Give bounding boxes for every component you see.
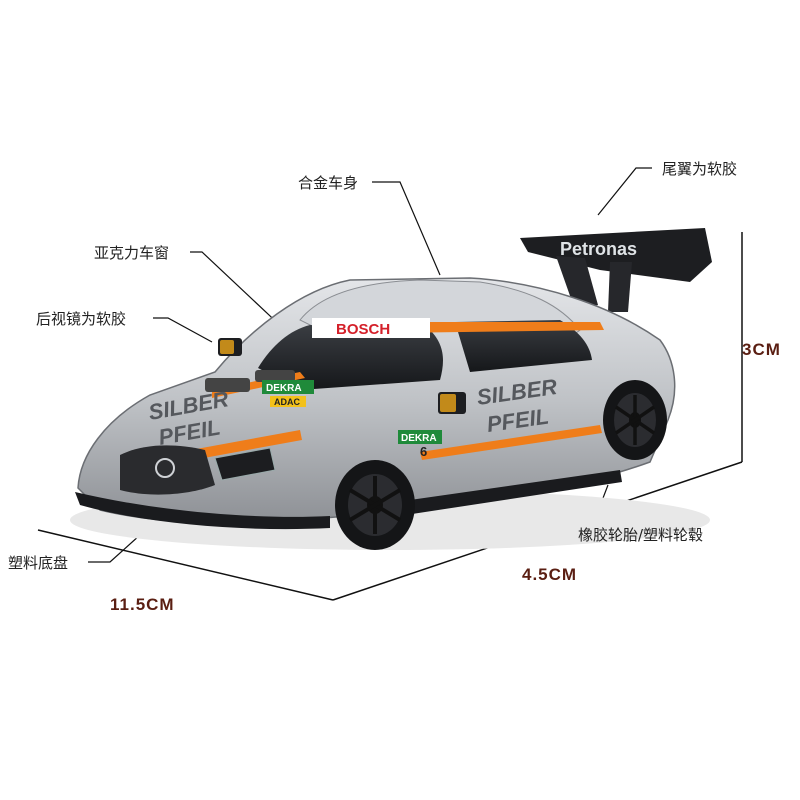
sponsor-banner: [312, 318, 430, 338]
window-callout-line: [190, 251, 286, 331]
windshield: [258, 325, 443, 390]
chassis-splitter: [75, 492, 330, 530]
callout-spoiler: 尾翼为软胶: [662, 160, 738, 178]
dimension-length: 11.5CM: [110, 595, 175, 614]
body-callout-line: [372, 181, 441, 276]
front-grille: [120, 445, 215, 495]
dekra-badge-side: [398, 430, 442, 444]
callout-chassis: 塑料底盘: [8, 554, 69, 572]
dekra-badge-front: [262, 380, 314, 394]
side-window: [455, 320, 592, 372]
adac-badge-text: ADAC: [274, 397, 300, 407]
dimension-height: 3CM: [742, 340, 781, 359]
callout-body: 合金车身: [298, 174, 359, 192]
side-mirror-left: [218, 338, 242, 356]
callout-mirror: 后视镜为软胶: [36, 310, 127, 328]
spoiler-text: Petronas: [560, 239, 637, 259]
callout-window: 亚克力车窗: [94, 244, 170, 262]
rear-wheel: [603, 380, 667, 460]
rear-spoiler: Petronas: [520, 228, 712, 312]
star-logo-icon: [155, 458, 175, 478]
spoiler-callout-line: [597, 167, 652, 216]
mirror-callout-line: [153, 317, 213, 343]
headlight: [214, 447, 276, 481]
dekra-badge-front-text: DEKRA: [266, 383, 302, 394]
adac-badge: [270, 396, 306, 407]
race-number: 6: [420, 444, 427, 459]
sponsor-text: BOSCH: [336, 321, 390, 338]
length-dimension-line: [37, 529, 334, 601]
chassis-callout-line: [88, 534, 141, 563]
side-mirror-right: [438, 392, 466, 414]
dekra-badge-side-text: DEKRA: [401, 433, 437, 444]
dimension-width: 4.5CM: [522, 565, 578, 584]
callout-wheels: 橡胶轮胎/塑料轮毂: [578, 526, 704, 544]
front-wheel: [335, 460, 415, 550]
